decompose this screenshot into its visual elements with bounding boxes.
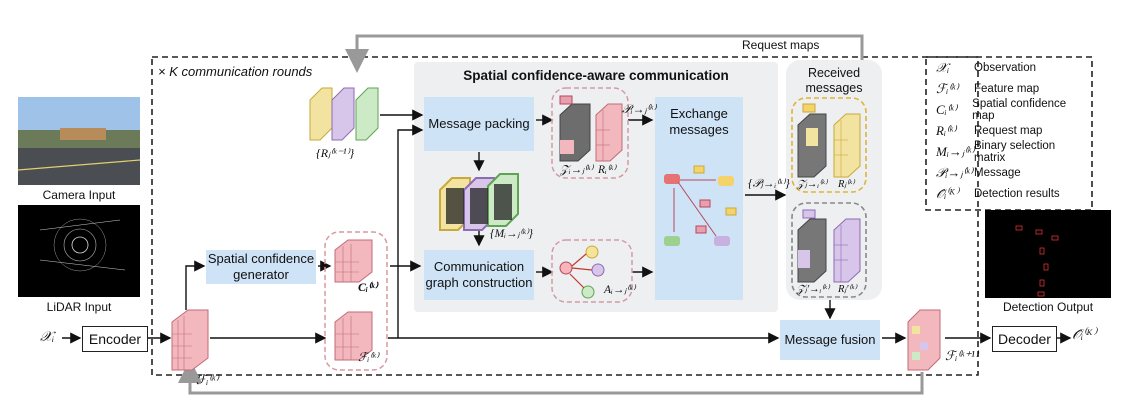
legend-item: 𝒪̂ᵢ⁽ᴷ⁾Detection results [936, 186, 1060, 201]
message-symbol: 𝒫ᵢ→ⱼ⁽ᵏ⁾ [622, 102, 656, 116]
camera-label: Camera Input [42, 188, 116, 202]
lidar-label: LiDAR Input [46, 300, 112, 314]
legend-frame [925, 56, 1093, 211]
feature-to-conf-arrow [185, 260, 206, 310]
sca-title: Spatial confidence-aware communication [463, 68, 729, 83]
envelope-icon [559, 95, 573, 105]
decoder-box: Decoder [992, 326, 1057, 352]
packed-z-icon [559, 103, 591, 162]
legend-item: 𝒫ᵢ→ⱼ⁽ᵏ⁾Message [936, 165, 1021, 180]
graph-nodes-icon [559, 245, 605, 299]
received-title: Received messages [805, 66, 863, 95]
packed-z-symbol: 𝒵ᵢ→ⱼ⁽ᵏ⁾ [560, 164, 593, 176]
recv-z-symbol: 𝒵ⱼ→ᵢ⁽ᵏ⁾ [797, 179, 828, 190]
feature-map-copy-icon [334, 311, 373, 361]
recv-z2-icon [797, 218, 827, 283]
up-branch [397, 124, 424, 338]
recv-r-icon [833, 113, 861, 178]
exchange-box [655, 97, 743, 300]
rounds-frame [151, 56, 979, 376]
exchange-cars-icon [664, 165, 737, 246]
recv-z2-symbol: 𝒵ⱼ'→ᵢ⁽ᵏ⁾ [797, 284, 830, 295]
message-packing-box: Message packing [424, 97, 534, 151]
output-symbol: 𝒪̂ᵢ⁽ᴷ⁾ [1072, 328, 1096, 343]
observation-symbol: 𝒳ᵢ [40, 330, 55, 345]
feature-map-icon [171, 309, 209, 371]
request-maps-prev-icon [309, 87, 379, 141]
recv-r2-icon [833, 218, 861, 283]
feature-symbol: ℱᵢ⁽ᵏ⁾ [196, 372, 219, 387]
request-prev-symbol: {Rⱼ⁽ᵏ⁻¹⁾} [316, 146, 355, 160]
packed-r-icon [595, 103, 623, 162]
legend-item: Cᵢ⁽ᵏ⁾Spatial confidence map [936, 98, 1067, 122]
legend-item: Mᵢ→ⱼ⁽ᵏ⁾Binary selection matrix [936, 140, 1056, 164]
request-maps-label: Request maps [742, 38, 820, 52]
camera-image [17, 97, 141, 185]
legend-item: ℱᵢ⁽ᵏ⁾Feature map [936, 81, 1040, 96]
comm-graph-box: Communication graph construction [424, 250, 534, 300]
detection-output-image [985, 210, 1111, 298]
legend-item: Rᵢ⁽ᵏ⁾Request map [936, 123, 1043, 138]
recv2-envelope-icon [802, 209, 816, 219]
recv-r-symbol: Rⱼ⁽ᵏ⁾ [838, 179, 855, 190]
conf-map-icon [334, 239, 373, 283]
fused-feature-map-icon [907, 309, 941, 371]
selection-matrices-icon [439, 173, 519, 231]
encoder-box: Encoder [82, 326, 148, 352]
lidar-image [18, 205, 140, 297]
maps-group-box [324, 231, 388, 371]
adj-symbol: Aᵢ→ⱼ⁽ᵏ⁾ [604, 284, 636, 296]
recv-r2-symbol: Rⱼ'⁽ᵏ⁾ [838, 284, 857, 295]
recv2-box [791, 202, 867, 298]
exchange-label: Exchange messages [669, 106, 729, 137]
received-set-symbol: {𝒫ⱼ→ᵢ⁽ᵏ⁾} [748, 178, 790, 190]
feature-map-copy-symbol: ℱᵢ⁽ᵏ⁾ [358, 350, 379, 364]
message-fusion-box: Message fusion [780, 320, 880, 360]
request-maps-arrow [345, 34, 864, 73]
feature-next-symbol: ℱᵢ⁽ᵏ⁺¹⁾ [945, 348, 979, 363]
rounds-label: × K communication rounds [158, 64, 313, 79]
recv-z-icon [797, 113, 827, 178]
packed-r-symbol: Rᵢ⁽ᵏ⁾ [598, 164, 616, 176]
conf-map-symbol: Cᵢ⁽ᵏ⁾ [358, 280, 378, 294]
recv-envelope-icon [802, 103, 816, 113]
packed-msg-box [551, 87, 629, 179]
selection-symbol: {Mᵢ→ⱼ⁽ᵏ⁾} [490, 228, 533, 240]
feedback-arrow [178, 359, 924, 395]
graph-box [551, 239, 633, 303]
recv1-box [791, 97, 867, 193]
detection-output-label: Detection Output [1002, 300, 1094, 314]
spatial-conf-gen-box: Spatial confidence generator [206, 250, 316, 284]
